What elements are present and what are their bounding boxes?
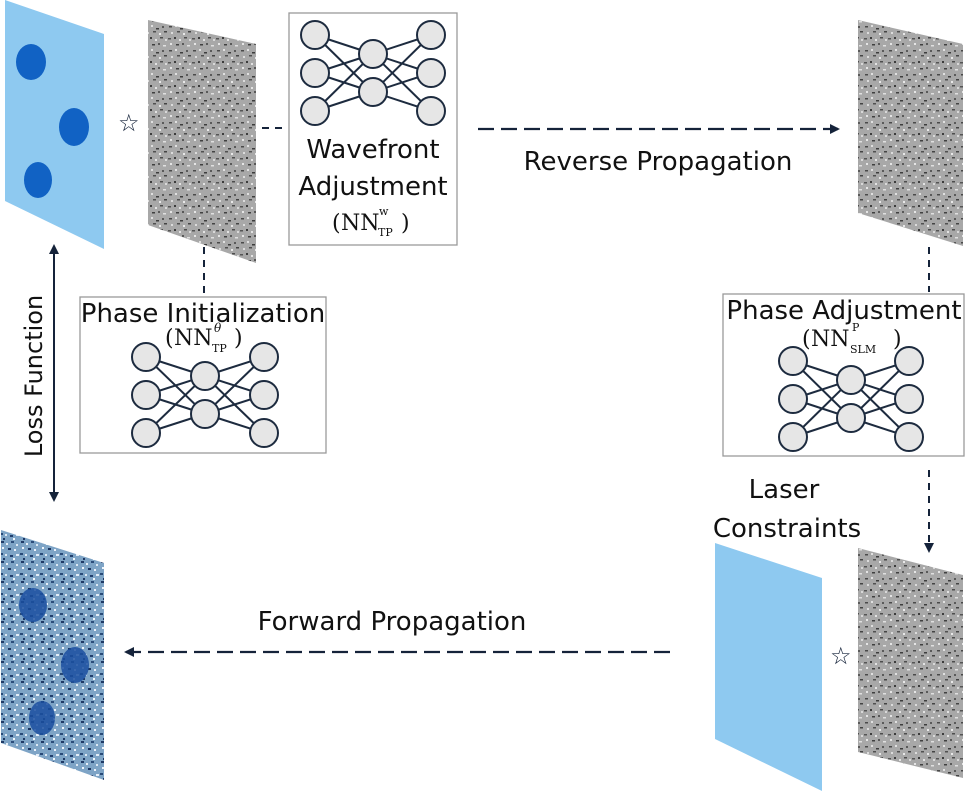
svg-text:P: P: [852, 321, 860, 334]
network-node: [358, 39, 388, 69]
forward-propagation-label: Forward Propagation: [258, 607, 527, 637]
neural-network-wavefront: [300, 20, 446, 126]
wavefront-label-line2: Adjustment: [298, 172, 447, 202]
laser-amplitude-plane: [715, 543, 822, 791]
network-node: [249, 418, 279, 448]
neural-network-phase-init: [131, 342, 279, 448]
svg-text:θ: θ: [214, 321, 222, 335]
network-node: [190, 361, 220, 391]
convolution-star-top: ☆: [118, 109, 140, 137]
svg-text:): ): [401, 211, 410, 236]
reverse-propagation-label: Reverse Propagation: [524, 147, 793, 177]
wavefront-nn-formula: ( NN w TP ): [332, 205, 410, 239]
laser-constraints-line2: Constraints: [713, 514, 861, 544]
network-node: [778, 384, 808, 414]
svg-text:NN: NN: [174, 326, 213, 351]
neural-network-phase-adjust: [778, 346, 924, 452]
svg-text:SLM: SLM: [850, 343, 876, 356]
network-node: [300, 20, 330, 50]
network-node: [416, 58, 446, 88]
svg-text:w: w: [379, 205, 389, 218]
network-node: [416, 96, 446, 126]
phase-initialization-title: Phase Initialization: [81, 299, 325, 329]
svg-text:(: (: [165, 326, 174, 351]
network-node: [131, 342, 161, 372]
phase-plane-bottom-right: [858, 548, 963, 778]
convolution-star-bottom: ☆: [830, 642, 852, 670]
svg-text:): ): [234, 326, 243, 351]
network-node: [190, 399, 220, 429]
svg-text:(: (: [332, 211, 341, 236]
svg-text:): ): [893, 327, 902, 352]
phase-plane-top-right: [858, 20, 963, 246]
wavefront-label-line1: Wavefront: [306, 135, 439, 165]
network-node: [300, 58, 330, 88]
network-node: [131, 380, 161, 410]
network-node: [778, 422, 808, 452]
network-node: [894, 346, 924, 376]
laser-constraints-line1: Laser: [749, 475, 820, 505]
network-node: [894, 422, 924, 452]
loss-function-label: Loss Function: [20, 295, 48, 457]
network-node: [778, 346, 808, 376]
phase-plane-top-left: [148, 20, 256, 263]
phase-adjustment-title: Phase Adjustment: [726, 296, 961, 326]
phase-init-nn-formula: ( NN θ TP ): [165, 321, 243, 355]
svg-text:NN: NN: [341, 211, 380, 236]
reconstructed-plane: [1, 530, 104, 780]
svg-text:(: (: [802, 327, 811, 352]
network-node: [358, 77, 388, 107]
phase-adjust-nn-formula: ( NN P SLM ): [802, 321, 902, 356]
network-node: [249, 342, 279, 372]
target-plane: [5, 0, 104, 249]
svg-text:TP: TP: [378, 226, 393, 239]
svg-text:NN: NN: [811, 327, 850, 352]
network-node: [300, 96, 330, 126]
network-node: [836, 403, 866, 433]
network-node: [416, 20, 446, 50]
network-node: [249, 380, 279, 410]
network-node: [894, 384, 924, 414]
network-node: [836, 365, 866, 395]
network-node: [131, 418, 161, 448]
svg-text:TP: TP: [212, 342, 227, 355]
